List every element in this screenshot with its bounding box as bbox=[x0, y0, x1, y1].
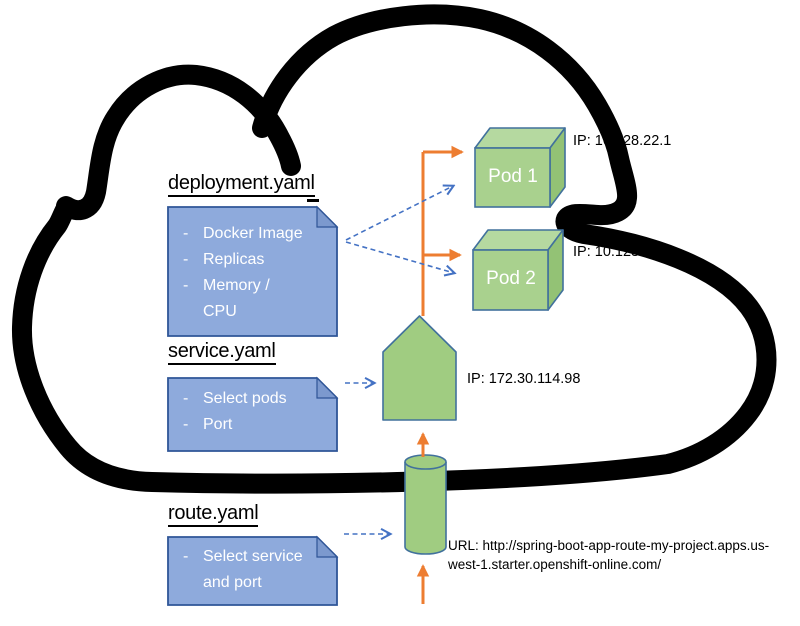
config-arrows bbox=[344, 186, 454, 534]
dashed-deployment-to-pod1 bbox=[345, 186, 453, 241]
pod1-cube bbox=[474, 127, 566, 208]
deployment-note-box bbox=[167, 205, 339, 337]
cloud-outline bbox=[11, 4, 777, 494]
dashed-deployment-to-pod2 bbox=[345, 241, 454, 273]
service-note-box bbox=[167, 376, 339, 452]
pod2-cube bbox=[472, 229, 564, 311]
folded-corner bbox=[316, 535, 339, 558]
service-pentagon bbox=[382, 315, 457, 421]
route-note-box bbox=[167, 535, 339, 606]
traffic-arrows bbox=[416, 145, 464, 604]
folded-corner bbox=[316, 376, 339, 399]
folded-corner bbox=[316, 205, 339, 228]
route-cylinder bbox=[404, 454, 447, 555]
